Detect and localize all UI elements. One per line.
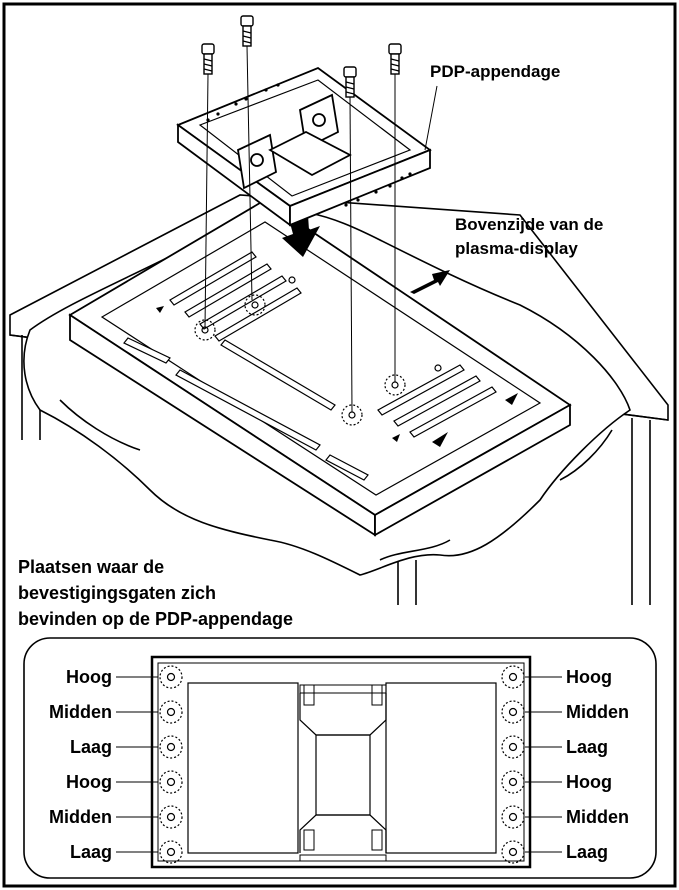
pdp-label-leader: [424, 85, 438, 151]
hole-label-left-1: Hoog: [66, 667, 112, 687]
screw-icon: [240, 15, 254, 47]
screw-icon: [201, 43, 215, 75]
top-side-arrow-icon: [410, 270, 450, 294]
hole-outline: [501, 840, 525, 864]
hole-label-right-3: Laag: [566, 737, 608, 757]
hole-center: [508, 672, 518, 682]
hole-label-left-5: Midden: [49, 807, 112, 827]
top-side-label-line2: plasma-display: [455, 239, 578, 258]
hole-label-left-3: Laag: [70, 737, 112, 757]
hole-outline: [501, 665, 525, 689]
hole-label-right-6: Laag: [566, 842, 608, 862]
hole-outline: [159, 840, 183, 864]
hole-center: [166, 847, 176, 857]
hole-labels: HoogMiddenLaagHoogMiddenLaagHoogMiddenLa…: [49, 667, 629, 862]
screw-icon: [388, 43, 402, 75]
screw-icon: [343, 66, 357, 98]
hole-center: [166, 672, 176, 682]
positions-caption-line2: bevestigingsgaten zich: [18, 583, 216, 603]
pdp-attachment-label: PDP-appendage: [430, 62, 560, 81]
pdp-attachment-bracket: [176, 66, 432, 227]
hole-center: [166, 742, 176, 752]
hole-center: [508, 777, 518, 787]
hole-outline: [501, 735, 525, 759]
hole-outline: [159, 735, 183, 759]
hole-label-right-5: Midden: [566, 807, 629, 827]
guide-lines: [204, 45, 396, 413]
plasma-display: [68, 198, 572, 537]
hole-outline: [501, 700, 525, 724]
positions-caption-line3: bevinden op de PDP-appendage: [18, 609, 293, 629]
hole-center: [508, 812, 518, 822]
hole-center: [166, 812, 176, 822]
hole-outline: [159, 805, 183, 829]
hole-label-left-4: Hoog: [66, 772, 112, 792]
hole-center: [166, 707, 176, 717]
hole-outline: [501, 805, 525, 829]
hole-label-right-2: Midden: [566, 702, 629, 722]
hole-label-left-2: Midden: [49, 702, 112, 722]
hole-outline: [159, 770, 183, 794]
hole-outline: [159, 665, 183, 689]
hole-center: [508, 707, 518, 717]
hole-label-left-6: Laag: [70, 842, 112, 862]
hole-center: [508, 742, 518, 752]
hole-outline: [159, 700, 183, 724]
top-side-label-line1: Bovenzijde van de: [455, 215, 603, 234]
hole-outline: [501, 770, 525, 794]
positions-caption-line1: Plaatsen waar de: [18, 557, 164, 577]
hole-center: [508, 847, 518, 857]
attachment-top-view: [150, 655, 532, 869]
hole-label-right-4: Hoog: [566, 772, 612, 792]
hole-markers: [159, 665, 525, 864]
hole-center: [166, 777, 176, 787]
hole-label-right-1: Hoog: [566, 667, 612, 687]
detail-panel: [23, 637, 657, 879]
